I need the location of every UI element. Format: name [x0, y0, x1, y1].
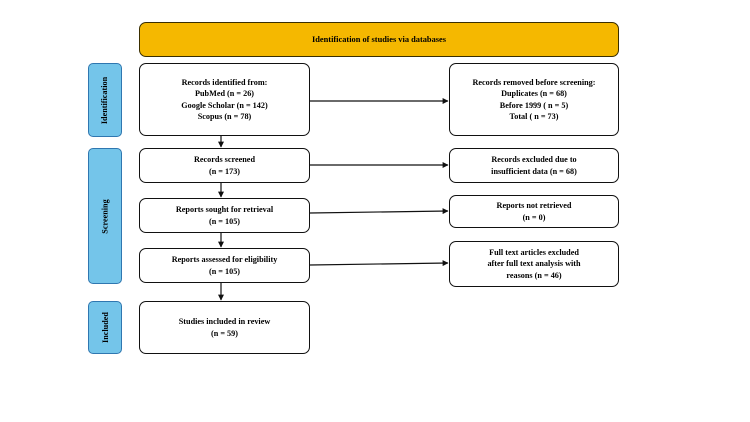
- records-identified-line: Google Scholar (n = 142): [181, 100, 268, 110]
- records-identified-box: Records identified from: PubMed (n = 26)…: [139, 63, 310, 136]
- reports-not-retrieved-box: Reports not retrieved (n = 0): [449, 195, 619, 228]
- phase-label-identification: Identification: [88, 63, 122, 137]
- reports-assessed-line: Reports assessed for eligibility: [171, 255, 278, 265]
- records-identified-line: PubMed (n = 26): [194, 89, 255, 99]
- reports-assessed-line: (n = 105): [208, 266, 241, 276]
- records-removed-line: Records removed before screening:: [472, 78, 596, 88]
- records-removed-box: Records removed before screening: Duplic…: [449, 63, 619, 136]
- reports-not-retrieved-line: (n = 0): [522, 212, 546, 222]
- records-removed-line: Duplicates (n = 68): [501, 89, 567, 99]
- records-removed-line: Before 1999 ( n = 5): [499, 100, 569, 110]
- studies-included-line: Studies included in review: [178, 317, 271, 327]
- records-excluded-line: Records excluded due to: [491, 155, 577, 165]
- arrow-assessed-to-fulltext-excluded: [309, 260, 449, 267]
- studies-included-box: Studies included in review (n = 59): [139, 301, 310, 354]
- records-identified-line: Scopus (n = 78): [197, 111, 252, 121]
- records-removed-line: Total ( n = 73): [509, 111, 559, 121]
- records-identified-line: Records identified from:: [181, 78, 268, 88]
- reports-sought-line: Reports sought for retrieval: [175, 205, 274, 215]
- arrow-sought-to-not-retrieved: [309, 208, 449, 215]
- reports-assessed-box: Reports assessed for eligibility (n = 10…: [139, 248, 310, 283]
- studies-included-line: (n = 59): [211, 328, 238, 338]
- records-screened-box: Records screened (n = 173): [139, 148, 310, 183]
- phase-label-included: Included: [88, 301, 122, 354]
- records-excluded-line: insufficient data (n = 68): [491, 166, 577, 176]
- fulltext-excluded-line: Full text articles excluded: [489, 248, 579, 258]
- records-screened-line: (n = 173): [208, 166, 241, 176]
- fulltext-excluded-box: Full text articles excluded after full t…: [449, 241, 619, 287]
- phase-label-screening: Screening: [88, 148, 122, 284]
- reports-not-retrieved-line: Reports not retrieved: [496, 201, 572, 211]
- header-box: Identification of studies via databases: [139, 22, 619, 57]
- fulltext-excluded-line: reasons (n = 46): [506, 270, 562, 280]
- reports-sought-line: (n = 105): [208, 216, 241, 226]
- records-screened-line: Records screened: [193, 155, 255, 165]
- records-excluded-box: Records excluded due to insufficient dat…: [449, 148, 619, 183]
- fulltext-excluded-line: after full text analysis with: [487, 259, 581, 269]
- header-title: Identification of studies via databases: [311, 34, 446, 44]
- reports-sought-box: Reports sought for retrieval (n = 105): [139, 198, 310, 233]
